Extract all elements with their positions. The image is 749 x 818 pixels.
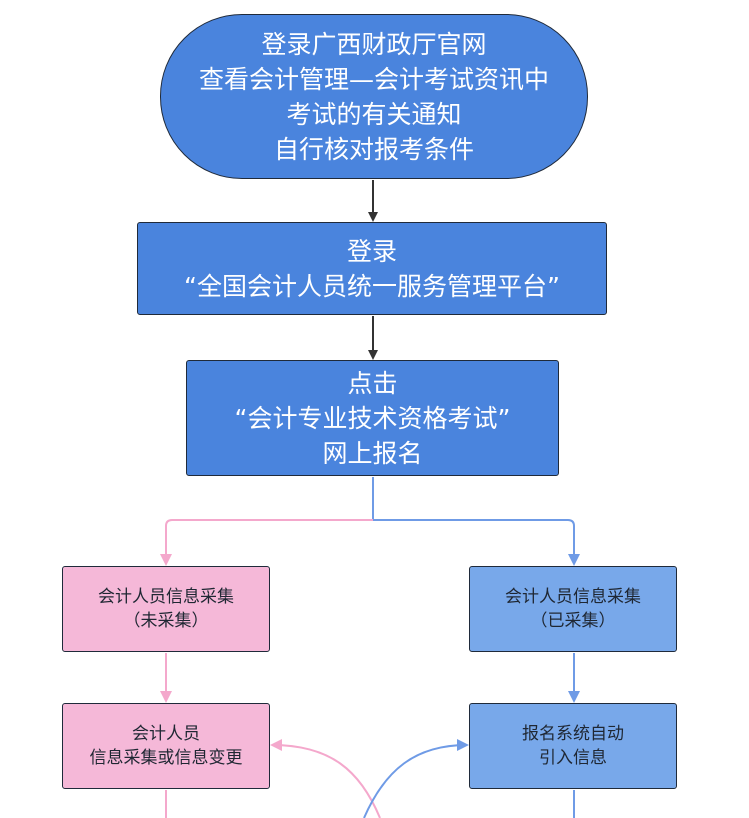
login-platform-node: 登录 “全国会计人员统一服务管理平台” [137, 222, 607, 315]
left1-line-2: （未采集） [123, 611, 209, 631]
right2-line-2: 引入信息 [539, 748, 607, 768]
click-line-3: 网上报名 [322, 438, 423, 468]
auto-import-info-node: 报名系统自动 引入信息 [469, 703, 677, 789]
left2-line-1: 会计人员 [132, 724, 200, 744]
login-line-1: 登录 [346, 236, 397, 266]
left1-line-1: 会计人员信息采集 [98, 587, 234, 607]
start-line-2: 查看会计管理—会计考试资讯中 [198, 64, 549, 94]
info-collection-not-collected-node: 会计人员信息采集 （未采集） [62, 566, 270, 652]
login-line-2: “全国会计人员统一服务管理平台” [184, 271, 560, 301]
right2-line-1: 报名系统自动 [522, 724, 624, 744]
click-line-2: “会计专业技术资格考试” [234, 403, 511, 433]
right1-line-2: （已采集） [530, 611, 616, 631]
click-exam-registration-node: 点击 “会计专业技术资格考试” 网上报名 [186, 360, 559, 476]
edge-cross-to-right2 [363, 739, 469, 818]
info-collect-or-change-node: 会计人员 信息采集或信息变更 [62, 703, 270, 789]
start-line-4: 自行核对报考条件 [273, 134, 474, 164]
left2-line-2: 信息采集或信息变更 [89, 748, 243, 768]
click-line-1: 点击 [347, 368, 398, 398]
edge-cross-to-left2 [270, 739, 381, 818]
info-collection-collected-node: 会计人员信息采集 （已采集） [469, 566, 677, 652]
edge-branch-to-left1 [160, 519, 373, 566]
start-node-check-notice: 登录广西财政厅官网 查看会计管理—会计考试资讯中 考试的有关通知 自行核对报考条… [160, 14, 588, 179]
edge-branch-to-right1 [373, 519, 580, 566]
right1-line-1: 会计人员信息采集 [505, 587, 641, 607]
start-line-3: 考试的有关通知 [286, 99, 462, 129]
start-line-1: 登录广西财政厅官网 [261, 29, 487, 59]
